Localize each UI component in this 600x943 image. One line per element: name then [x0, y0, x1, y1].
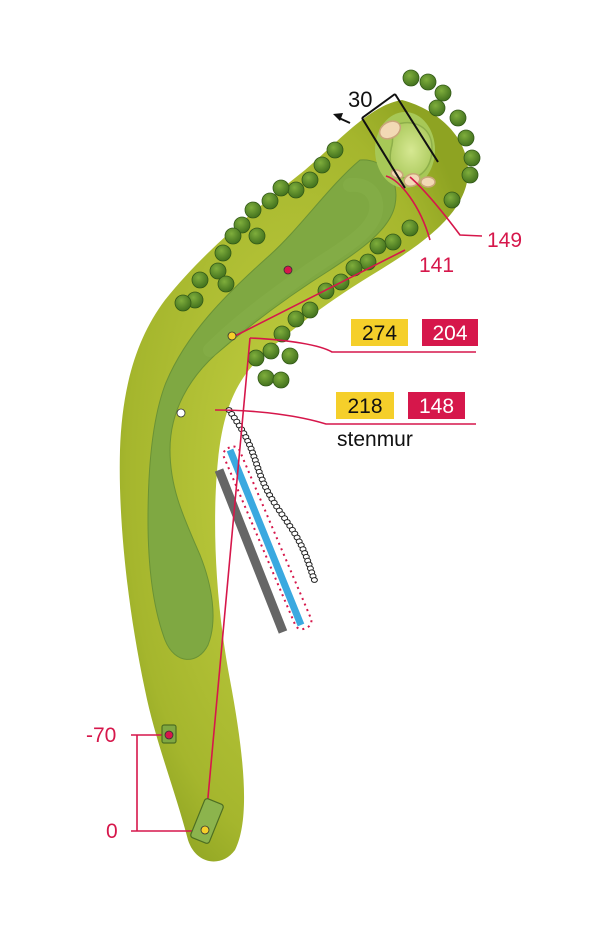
tree-icon — [174, 294, 192, 312]
tee-to-layup-line — [204, 337, 251, 831]
layup-to-green-line — [230, 249, 406, 339]
bunker-icon — [420, 176, 436, 188]
tree-icon — [262, 342, 280, 360]
rough-area — [119, 100, 469, 862]
distance-lines — [131, 175, 483, 832]
yellow-badge-value: 274 — [362, 322, 397, 345]
tree-icon — [287, 310, 305, 328]
white-marker-icon — [176, 408, 186, 418]
marker-1-badges: 274 204 — [351, 319, 478, 346]
wall-stone — [310, 577, 318, 583]
tree-icon — [301, 301, 319, 319]
tree-icon — [247, 349, 265, 367]
tree-icon — [359, 253, 377, 271]
tree-icon — [317, 282, 335, 300]
tree-icon — [248, 227, 266, 245]
tree-icon — [257, 369, 275, 387]
yellow-badge — [351, 319, 408, 346]
line-marker-2 — [214, 409, 476, 425]
yellow-badge-value: 218 — [347, 395, 382, 418]
yellow-marker-icon — [200, 825, 210, 835]
tree-icon — [272, 179, 290, 197]
direction-arrow-icon — [338, 117, 351, 124]
red-badge — [408, 392, 465, 419]
tree-icon — [301, 171, 319, 189]
tee-front — [161, 724, 177, 744]
tree-icon — [233, 216, 251, 234]
tree-icon — [434, 84, 452, 102]
front-green-distance: 141 — [419, 254, 454, 277]
tree-icon — [272, 371, 290, 389]
tree-icon — [273, 325, 291, 343]
green-depth-indicator: 30 — [333, 87, 439, 189]
tree-icon — [461, 166, 479, 184]
tree-icon — [281, 347, 299, 365]
fairway — [147, 159, 397, 660]
yellow-marker-icon — [227, 331, 237, 341]
red-badge-value: 204 — [432, 322, 467, 345]
tree-icon — [443, 191, 461, 209]
tee-back — [190, 798, 224, 844]
direction-arrow-head — [333, 113, 343, 121]
red-marker-icon — [164, 730, 174, 740]
red-badge — [422, 319, 478, 346]
tree-icon — [369, 237, 387, 255]
tree-icon — [419, 73, 437, 91]
tree-icon — [244, 201, 262, 219]
tree-icon — [287, 181, 305, 199]
line-marker-1 — [249, 337, 476, 353]
stone-wall — [225, 407, 318, 583]
back-green-distance: 149 — [487, 229, 522, 252]
water-channel — [226, 448, 305, 627]
stone-wall-label: stenmur — [337, 428, 413, 451]
tree-icon — [224, 227, 242, 245]
hazard-strip — [214, 445, 313, 634]
tree-line — [174, 69, 481, 389]
green-depth-label: 30 — [348, 87, 372, 112]
tee-back-label: 0 — [106, 820, 118, 843]
tree-icon — [209, 262, 227, 280]
tree-icon — [217, 275, 235, 293]
tree-icon — [261, 192, 279, 210]
tree-icon — [463, 149, 481, 167]
line-front-green — [385, 175, 431, 241]
bunker-icon — [378, 120, 402, 140]
red-badge-value: 148 — [419, 395, 454, 418]
tree-icon — [449, 109, 467, 127]
line-back-green — [409, 176, 483, 237]
hazard-outline — [222, 445, 313, 631]
green-complex — [375, 112, 436, 188]
marker-2-badges: 218 148 — [336, 392, 465, 419]
red-marker-icon — [283, 265, 293, 275]
tree-icon — [191, 271, 209, 289]
tree-icon — [214, 244, 232, 262]
tree-icon — [313, 156, 331, 174]
tree-icon — [402, 69, 420, 87]
tree-icon — [457, 129, 475, 147]
cart-path — [214, 468, 288, 634]
tree-icon — [384, 233, 402, 251]
tee-front-label: -70 — [86, 724, 116, 747]
tree-icon — [326, 141, 344, 159]
yellow-badge — [336, 392, 394, 419]
fairway-highlight — [203, 177, 384, 357]
tree-icon — [428, 99, 446, 117]
tree-icon — [401, 219, 419, 237]
